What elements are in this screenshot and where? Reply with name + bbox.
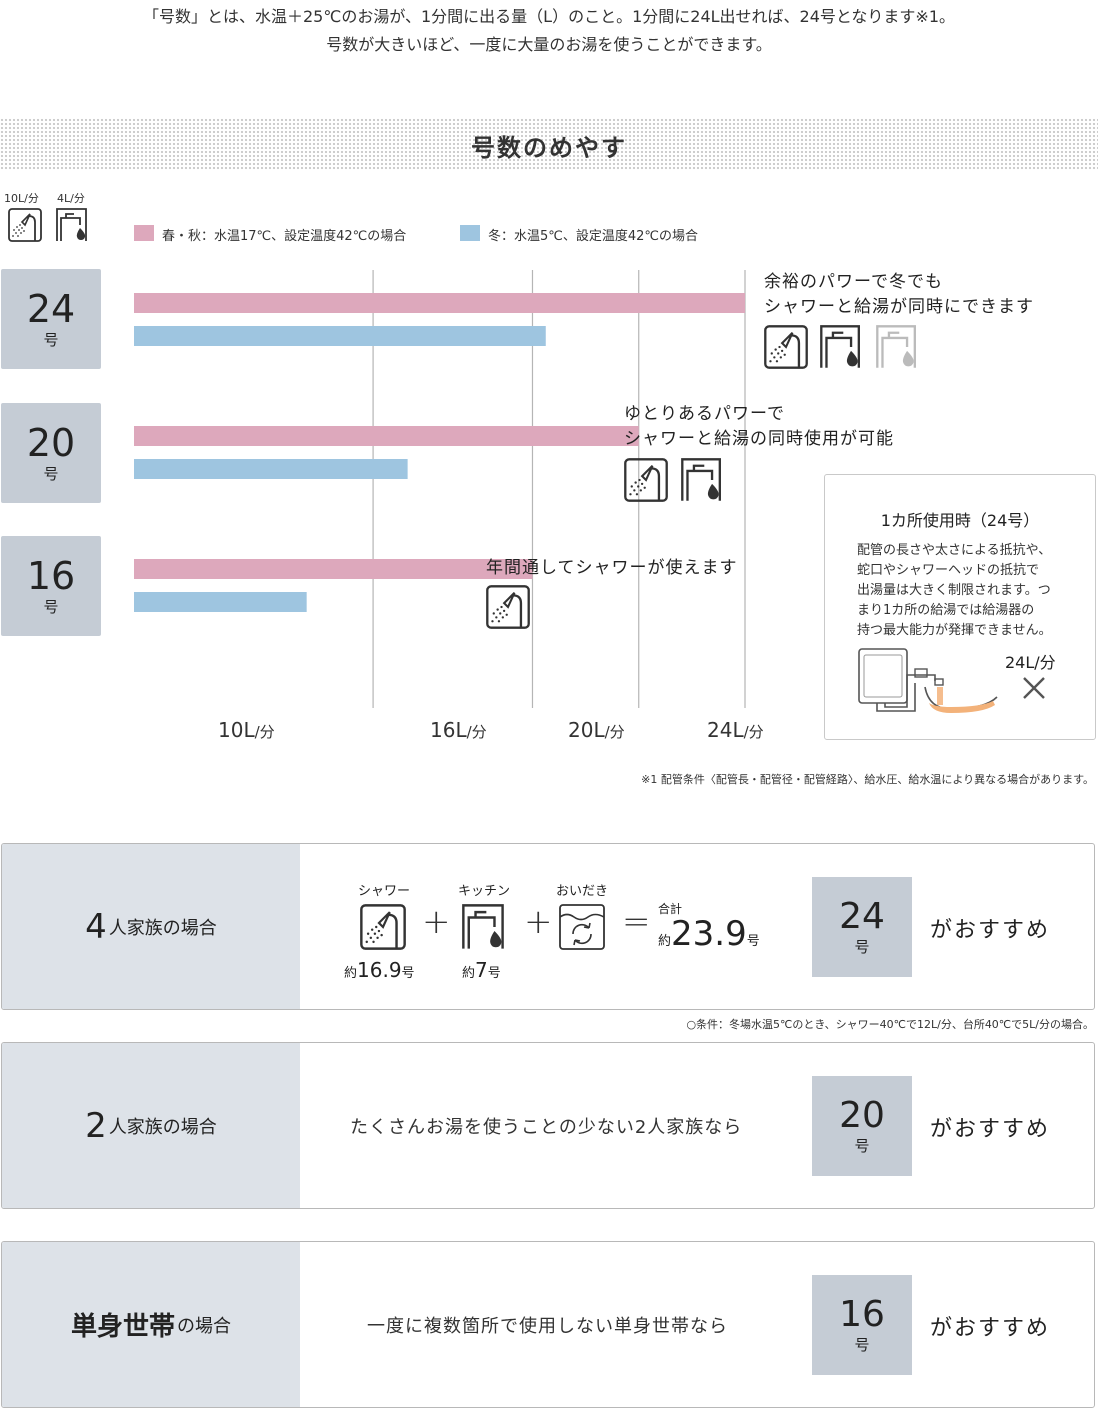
note-body-line: 持つ最大能力が発揮できません。 <box>857 623 1052 638</box>
recommend-number: 16 <box>839 1293 885 1335</box>
shower-icon <box>764 325 808 369</box>
card-four-person: 4 人家族の場合 シャワー キッチン おいだき + + = 約16.9号 約7号… <box>1 843 1095 1010</box>
note-body-line: 蛇口やシャワーヘッドの抵抗で <box>857 563 1040 578</box>
card-two-person: 2 人家族の場合 たくさんお湯を使うことの少ない2人家族なら 20 号 がおすす… <box>1 1042 1095 1209</box>
calc-kitchen-label: キッチン <box>457 884 510 899</box>
note-title: 1カ所使用時（24号） <box>880 511 1040 530</box>
bar-20-spring-autumn <box>134 426 639 446</box>
total-label: 合計 <box>658 902 683 916</box>
bar-20-winter <box>134 459 408 479</box>
category-box-24: 24 号 <box>1 269 101 369</box>
cross-icon <box>1023 677 1045 699</box>
xtick-label-20: 20L/分 <box>568 718 625 742</box>
note-flow-label: 24L/分 <box>1005 653 1056 672</box>
title-dot-band <box>0 118 1098 170</box>
category-number: 24 <box>26 286 76 331</box>
annotation-24-line-1: 余裕のパワーで冬でも <box>764 272 943 292</box>
card-heading-text: 人家族の場合 <box>108 917 217 939</box>
xtick-label-24: 24L/分 <box>707 718 764 742</box>
faucet-icon <box>681 458 725 502</box>
shower-amount: 約16.9号 <box>344 958 415 982</box>
bar-chart <box>134 270 746 708</box>
shower-icon <box>486 585 530 629</box>
note-body-line: 配管の長さや太さによる抵抗や、 <box>857 543 1052 558</box>
calc-bath-label: おいだき <box>555 884 608 899</box>
category-number: 16 <box>26 553 76 598</box>
recommend-suffix: 号 <box>854 937 870 956</box>
category-box-16: 16 号 <box>1 536 101 636</box>
note-body: 配管の長さや太さによる抵抗や、 蛇口やシャワーヘッドの抵抗で 出湯量は大きく制限… <box>857 541 1095 641</box>
recommend-box-16: 16 号 <box>812 1275 912 1375</box>
annotation-20: ゆとりあるパワーで シャワーと給湯の同時使用が可能 <box>624 402 894 452</box>
intro-line-1: 「号数」とは、水温＋25℃のお湯が、1分間に出る量（L）のこと。1分間に24L出… <box>142 7 956 26</box>
xtick-label-10: 10L/分 <box>218 718 275 742</box>
recommend-box-20: 20 号 <box>812 1076 912 1176</box>
recommend-number: 20 <box>839 1094 885 1136</box>
bath-reheat-icon <box>559 904 605 950</box>
annotation-24-line-2: シャワーと給湯が同時にできます <box>764 297 1034 317</box>
annotation-16-line-1: 年間通してシャワーが使えます <box>486 558 738 578</box>
recommend-text: がおすすめ <box>930 1316 1051 1341</box>
card-four-person-heading: 4 人家族の場合 <box>2 844 300 1009</box>
bar-24-spring-autumn <box>134 293 745 313</box>
calc-shower-label: シャワー <box>357 884 410 899</box>
category-suffix: 号 <box>43 330 59 349</box>
intro-line-2: 号数が大きいほど、一度に大量のお湯を使うことができます。 <box>326 35 772 54</box>
faucet-icon <box>820 325 864 369</box>
card-description: たくさんお湯を使うことの少ない2人家族なら <box>350 1117 743 1138</box>
card-description: 一度に複数箇所で使用しない単身世帯なら <box>367 1316 728 1337</box>
card-heading-number: 2 <box>85 1105 107 1146</box>
note-body-line: 出湯量は大きく制限されます。つ <box>857 583 1051 598</box>
faucet-icon <box>462 904 508 950</box>
card-single-household: 単身世帯 の場合 一度に複数箇所で使用しない単身世帯なら 16 号 がおすすめ <box>1 1241 1095 1408</box>
category-suffix: 号 <box>43 464 59 483</box>
card-heading-bold: 単身世帯 <box>70 1312 175 1342</box>
annotation-20-line-1: ゆとりあるパワーで <box>624 404 785 424</box>
legend-label-spring-autumn: 春・秋：水温17℃、設定温度42℃の場合 <box>162 229 407 244</box>
shower-icon <box>8 208 42 242</box>
card-condition-note: ○条件：冬場水温5℃のとき、シャワー40℃で12L/分、台所40℃で5L/分の場… <box>686 1018 1094 1031</box>
faucet-icon <box>56 208 90 242</box>
kitchen-amount: 約7号 <box>462 958 501 982</box>
faucet-icon-secondary <box>876 325 920 369</box>
shower-icon <box>360 904 406 950</box>
card-single-heading: 単身世帯 の場合 <box>2 1242 300 1407</box>
section-title: 号数のめやす <box>471 134 627 162</box>
annotation-24: 余裕のパワーで冬でも シャワーと給湯が同時にできます <box>764 270 1034 320</box>
shower-unit-label: 10L/分 <box>4 192 39 205</box>
category-suffix: 号 <box>43 597 59 616</box>
category-number: 20 <box>26 420 76 465</box>
card-heading-text: 人家族の場合 <box>108 1116 217 1138</box>
note-body-line: まり1カ所の給湯では給湯器の <box>857 603 1035 618</box>
plus-sign: + <box>524 902 553 942</box>
recommend-number: 24 <box>839 895 885 937</box>
plus-sign: + <box>422 902 451 942</box>
recommend-text: がおすすめ <box>930 1117 1051 1142</box>
card-two-person-heading: 2 人家族の場合 <box>2 1043 300 1208</box>
legend-label-winter: 冬：水温5℃、設定温度42℃の場合 <box>488 229 699 244</box>
category-box-20: 20 号 <box>1 403 101 503</box>
recommend-suffix: 号 <box>854 1136 870 1155</box>
single-use-note-box: 1カ所使用時（24号） 配管の長さや太さによる抵抗や、 蛇口やシャワーヘッドの抵… <box>824 474 1096 740</box>
bar-24-winter <box>134 326 546 346</box>
bar-16-winter <box>134 592 307 612</box>
total-amount: 約23.9号 <box>658 914 760 954</box>
recommend-suffix: 号 <box>854 1335 870 1354</box>
annotation-20-line-2: シャワーと給湯の同時使用が可能 <box>624 429 894 449</box>
recommend-box-24: 24 号 <box>812 877 912 977</box>
card-heading-number: 4 <box>85 906 107 947</box>
shower-icon <box>624 458 668 502</box>
water-heater-illustration <box>858 648 998 713</box>
xtick-label-16: 16L/分 <box>430 718 487 742</box>
faucet-unit-label: 4L/分 <box>57 192 85 205</box>
footnote-1: ※1 配管条件〈配管長・配管径・配管経路〉、給水圧、給水温により異なる場合があり… <box>641 773 1094 786</box>
annotation-16: 年間通してシャワーが使えます <box>486 556 738 581</box>
equals-sign: = <box>622 902 651 942</box>
bar-16-spring-autumn <box>134 559 533 579</box>
legend-swatch-spring-autumn <box>134 225 154 241</box>
recommend-text: がおすすめ <box>930 918 1051 943</box>
card-heading-text: の場合 <box>177 1315 231 1337</box>
legend-swatch-winter <box>460 225 480 241</box>
